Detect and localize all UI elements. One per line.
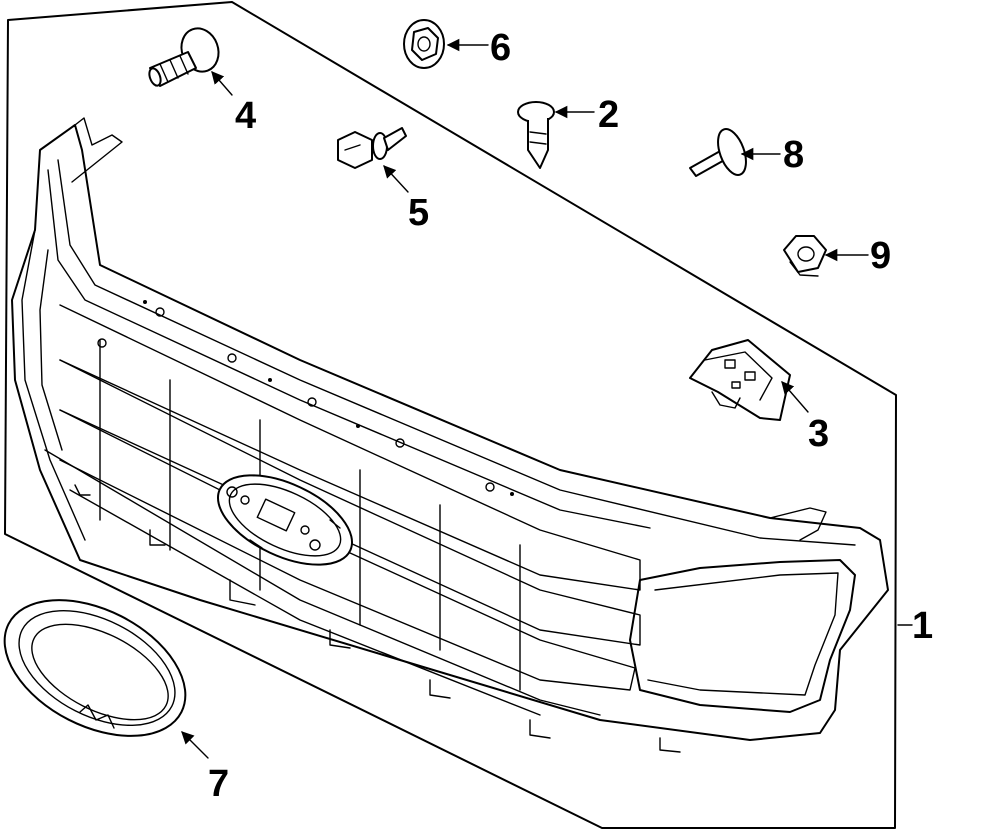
mount-hole — [395, 438, 405, 448]
emblem-clips — [79, 704, 115, 729]
mount-hole — [227, 353, 237, 363]
callout-9: 9 — [870, 235, 891, 277]
grille-top-edge-inner — [47, 169, 651, 529]
callout-2: 2 — [598, 94, 619, 136]
callout-3: 3 — [808, 413, 829, 455]
mount-hole — [155, 307, 165, 317]
arrow-4 — [211, 71, 233, 96]
arrow-7 — [181, 731, 209, 759]
grille-bar-5 — [69, 489, 541, 716]
callout-8: 8 — [783, 134, 804, 176]
grille-top-edge — [57, 159, 856, 546]
grille-bar-2 — [59, 359, 641, 646]
right-mount-tab — [769, 507, 827, 541]
grille-bar-1 — [59, 304, 641, 591]
callout-4: 4 — [235, 95, 256, 137]
flange-nut-6[interactable] — [403, 19, 445, 69]
mounting-bracket[interactable] — [689, 339, 791, 421]
shoulder-bolt[interactable] — [147, 23, 224, 87]
callout-7: 7 — [208, 763, 229, 805]
right-lamp-inner — [647, 572, 839, 696]
right-lamp-opening — [629, 559, 856, 713]
arrow-3 — [781, 381, 809, 413]
arrow-5 — [383, 165, 409, 193]
mount-hole — [97, 338, 107, 348]
emblem-mount-plate — [216, 474, 354, 566]
left-mount-tab — [71, 117, 123, 183]
hex-nut-9[interactable] — [783, 235, 827, 277]
grille-bar-4 — [44, 449, 601, 716]
callout-5: 5 — [408, 192, 429, 234]
callout-6: 6 — [490, 27, 511, 69]
grille-assembly[interactable] — [11, 117, 889, 753]
mount-hole — [307, 397, 317, 407]
assembly-boundary — [4, 1, 897, 829]
callout-1: 1 — [912, 605, 933, 647]
push-pin-rivet[interactable] — [517, 101, 555, 169]
bottom-clips — [74, 484, 681, 753]
grille-outer-frame — [11, 124, 889, 741]
emblem[interactable] — [0, 572, 208, 763]
mount-hole — [485, 482, 495, 492]
left-flank-inner — [39, 249, 63, 451]
retainer-pin[interactable] — [689, 125, 751, 178]
left-flank-outline — [21, 229, 86, 541]
stud-bolt[interactable] — [337, 127, 407, 169]
